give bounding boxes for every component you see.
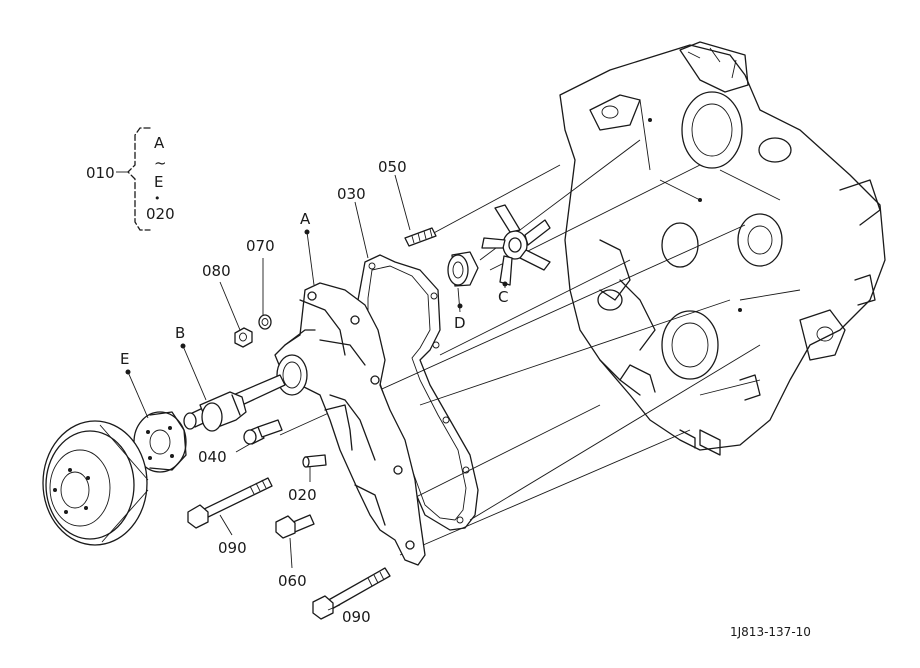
callout-090-lower: 090 <box>342 608 371 626</box>
callout-090-upper: 090 <box>218 539 247 557</box>
mechanical-seal <box>447 251 479 287</box>
assembly-lines <box>279 139 761 556</box>
callout-leaders <box>125 174 508 611</box>
nut-080 <box>234 327 253 348</box>
bolt-060 <box>275 514 315 539</box>
callout-a: A <box>300 210 311 228</box>
stud-bolt <box>404 227 437 247</box>
bolt-090-lower <box>312 567 391 620</box>
callout-e: E <box>120 350 129 368</box>
callout-b: B <box>175 324 185 342</box>
dowel-pin-020 <box>302 454 327 468</box>
shaft-bearing <box>183 374 286 432</box>
pulley-hub <box>133 411 187 473</box>
impeller <box>481 204 551 286</box>
bolt-090-upper <box>187 477 273 529</box>
callout-050: 050 <box>378 158 407 176</box>
callout-020: 020 <box>288 486 317 504</box>
fan-pulley <box>42 420 149 546</box>
callout-range-end: 020 <box>146 205 175 223</box>
callout-040: 040 <box>198 448 227 466</box>
callout-080: 080 <box>202 262 231 280</box>
callout-range-dot: • <box>154 192 161 205</box>
washer-070 <box>258 314 272 330</box>
callout-labels: 010 A ~ E • 020 050 030 A 070 080 B D C … <box>86 134 811 639</box>
callout-c: C <box>498 288 508 306</box>
water-pump-body <box>274 282 426 566</box>
callout-070: 070 <box>246 237 275 255</box>
callout-d: D <box>454 314 466 332</box>
drawing-reference: 1J813-137-10 <box>730 625 811 639</box>
bolt-040 <box>243 419 283 445</box>
callout-060: 060 <box>278 572 307 590</box>
range-brace <box>116 127 151 231</box>
callout-range-sep: ~ <box>154 154 167 172</box>
callout-range-mid: E <box>154 173 163 191</box>
callout-030: 030 <box>337 185 366 203</box>
callout-010: 010 <box>86 164 115 182</box>
callout-range-start: A <box>154 134 165 152</box>
gear-case <box>559 41 886 456</box>
